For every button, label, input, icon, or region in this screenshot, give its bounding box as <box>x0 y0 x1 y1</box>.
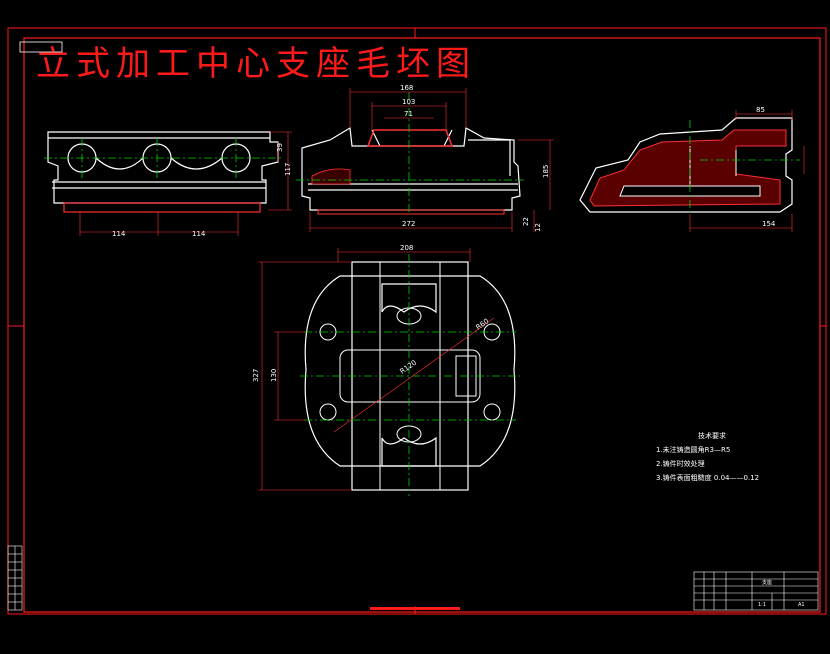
title-block <box>693 571 819 611</box>
dim-plan-width: 208 <box>400 244 413 252</box>
dim-middle-top: 168 <box>400 84 413 92</box>
dim-middle-height-c: 12 <box>534 223 542 232</box>
dim-plan-height-inner: 130 <box>270 369 278 382</box>
left-view-outline <box>47 131 279 204</box>
middle-view <box>301 127 521 211</box>
notes-line-2: 2.铸件时效处理 <box>656 459 705 468</box>
right-view-dims <box>689 110 805 232</box>
title-block-sheet: A1 <box>798 602 805 608</box>
title-block-scale: 1:1 <box>758 602 766 608</box>
middle-view-dims <box>309 88 554 232</box>
dim-left-height-b: 39 <box>276 143 284 152</box>
frame-ruler-bottom <box>370 607 460 610</box>
plan-upper-pocket <box>381 283 437 314</box>
plan-view-dims <box>258 248 495 491</box>
dim-section-base: 154 <box>762 220 776 228</box>
middle-view-outline <box>301 127 521 211</box>
dim-middle-inner: 71 <box>404 110 413 118</box>
dim-section-top: 85 <box>756 106 765 114</box>
plan-lower-pocket <box>381 436 437 467</box>
dim-middle-height-a: 185 <box>542 165 550 178</box>
dim-plan-diag: R120 <box>399 359 419 376</box>
notes-heading: 技术要求 <box>698 431 726 440</box>
label-box <box>19 41 63 53</box>
middle-right-pocket <box>468 139 511 176</box>
left-view-foot <box>63 202 261 213</box>
dim-left-height-a: 117 <box>284 163 292 176</box>
left-arch-2 <box>170 157 223 170</box>
dim-left-half-a: 114 <box>112 230 126 238</box>
dim-middle-base: 272 <box>402 220 415 228</box>
left-arch-1 <box>95 157 144 170</box>
revision-strip <box>7 545 23 611</box>
middle-section-left <box>311 168 351 185</box>
notes-line-3: 3.铸件表面粗糙度 0.04——0.12 <box>656 473 759 482</box>
dim-plan-height-outer: 327 <box>252 369 260 382</box>
dim-middle-mid: 103 <box>402 98 415 106</box>
drawing-title: 立式加工中心支座毛坯图 <box>36 44 476 84</box>
plan-outline <box>304 275 516 467</box>
middle-slot-edges <box>371 129 453 147</box>
middle-foot <box>317 209 505 215</box>
notes-line-1: 1.未注铸造圆角R3—R5 <box>656 445 730 454</box>
left-view-centerlines <box>44 138 284 178</box>
left-view-dims <box>79 131 292 236</box>
outer-frame <box>7 27 827 615</box>
right-view-centerlines <box>689 120 800 214</box>
middle-section-slot <box>366 129 454 147</box>
dim-plan-diag-b: R60 <box>475 317 491 331</box>
title-block-name: 支座 <box>762 579 772 586</box>
dim-middle-height-b: 22 <box>522 217 530 226</box>
left-view <box>47 131 279 213</box>
middle-view-centerlines <box>296 92 524 214</box>
plan-view-centerlines <box>300 254 520 496</box>
right-section-view <box>579 117 793 213</box>
inner-frame <box>23 37 821 613</box>
dim-left-half-b: 114 <box>192 230 206 238</box>
